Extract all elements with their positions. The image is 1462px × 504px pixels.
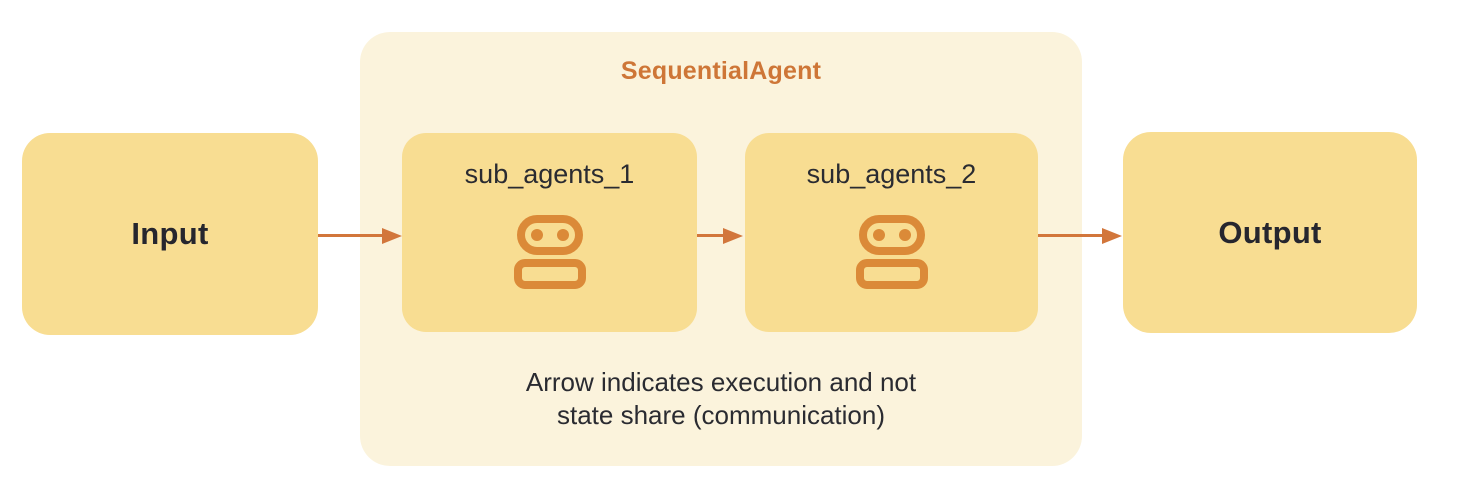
robot-icon bbox=[855, 215, 928, 289]
robot-icon bbox=[513, 215, 586, 289]
output-label: Output bbox=[1218, 214, 1322, 250]
execution-note: Arrow indicates execution and not state … bbox=[360, 366, 1082, 432]
arrow-sub2-to-output bbox=[1038, 227, 1122, 244]
execution-note-line2: state share (communication) bbox=[556, 400, 886, 430]
execution-note-line1: Arrow indicates execution and not bbox=[525, 367, 917, 397]
arrow-sub1-to-sub2 bbox=[697, 227, 743, 244]
node-sub-agents-1: sub_agents_1 bbox=[402, 133, 697, 332]
arrow-input-to-sub1 bbox=[318, 227, 402, 244]
sequential-agent-title: SequentialAgent bbox=[620, 57, 822, 85]
input-label: Input bbox=[131, 216, 209, 251]
sub-agents-1-label: sub_agents_1 bbox=[464, 159, 635, 189]
node-output: Output bbox=[1123, 132, 1417, 333]
sub-agents-2-label: sub_agents_2 bbox=[806, 159, 977, 189]
node-input: Input bbox=[22, 133, 318, 335]
node-sub-agents-2: sub_agents_2 bbox=[745, 133, 1038, 332]
